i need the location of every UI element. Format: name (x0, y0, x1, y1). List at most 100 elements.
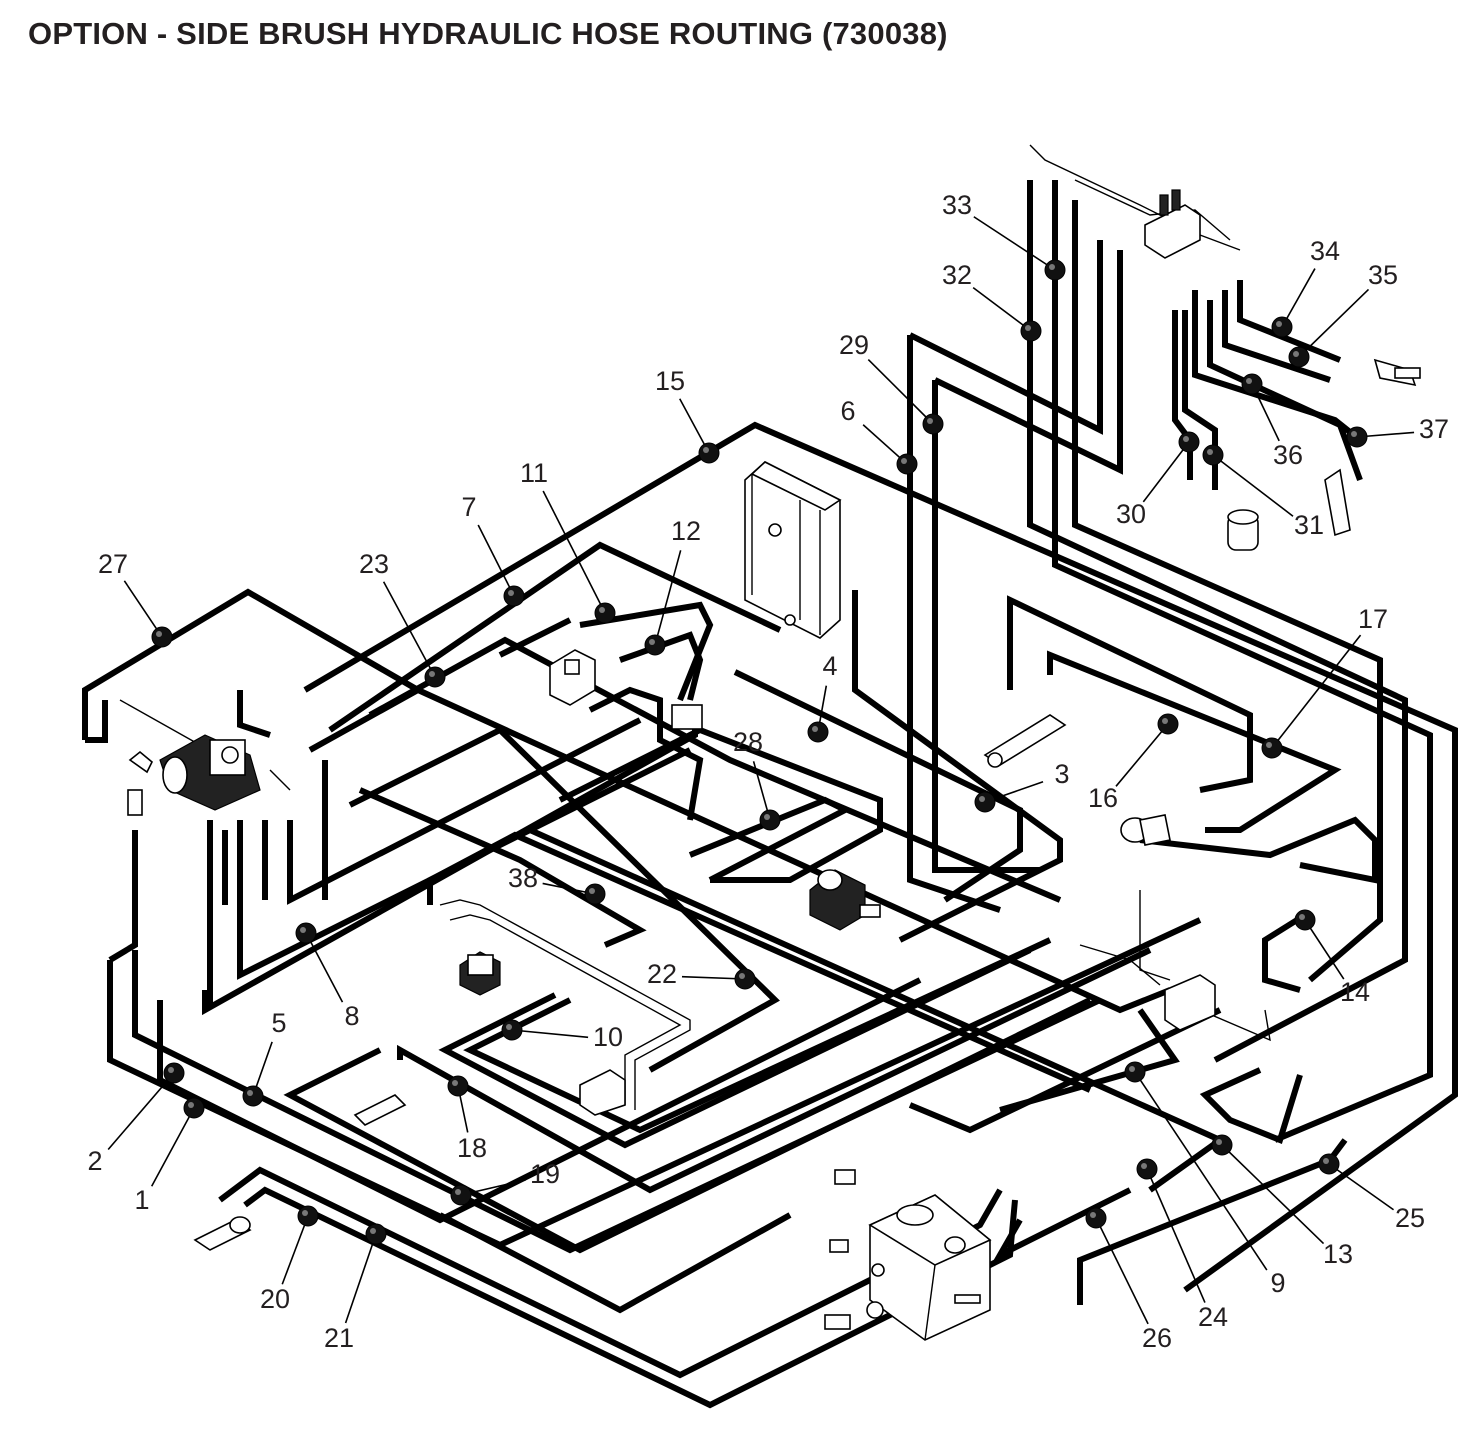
callout-12: 12 (644, 516, 701, 656)
callout-number: 34 (1310, 236, 1340, 266)
callout-number: 12 (671, 516, 701, 546)
callout-17: 17 (1261, 604, 1388, 759)
callout-number: 30 (1116, 499, 1146, 529)
hose-29 (932, 380, 1040, 873)
callout-24: 24 (1136, 1158, 1228, 1332)
hose-32 (1027, 180, 1408, 1063)
hose-25 (992, 1187, 1132, 1263)
callout-leader (1271, 634, 1362, 749)
callout-number: 23 (359, 549, 389, 579)
components (127, 189, 1421, 1341)
solenoid-valve (1227, 509, 1259, 551)
hose-marker (295, 922, 317, 944)
callout-1: 1 (134, 1097, 205, 1215)
hose-marker (424, 666, 446, 688)
fitting-tank-3 (824, 1314, 851, 1330)
hose-marker (365, 1223, 387, 1245)
callout-leader (150, 1107, 195, 1187)
hose-marker (922, 413, 944, 435)
callout-number: 25 (1395, 1203, 1425, 1233)
hose-18 (283, 997, 1092, 1254)
hose-2b (108, 830, 138, 963)
hose-30 (1172, 310, 1193, 480)
callout-28: 28 (733, 727, 781, 831)
callout-34: 34 (1271, 236, 1340, 338)
callout-number: 14 (1340, 977, 1370, 1007)
callout-number: 28 (733, 727, 763, 757)
callout-number: 8 (344, 1001, 359, 1031)
hose-6 (907, 335, 1001, 913)
callout-36: 36 (1241, 373, 1303, 470)
hose-marker-highlight (649, 639, 655, 645)
hose-27b (85, 700, 108, 743)
hose-marker-highlight (589, 888, 595, 894)
callout-number: 31 (1294, 510, 1324, 540)
hose-38b (427, 831, 1092, 1093)
callout-number: 9 (1270, 1268, 1285, 1298)
callout-number: 16 (1088, 783, 1118, 813)
callout-22: 22 (647, 959, 756, 990)
callout-leader (281, 1215, 309, 1285)
callout-leader (1304, 919, 1345, 980)
hose-marker-highlight (764, 814, 770, 820)
callout-number: 13 (1323, 1239, 1353, 1269)
callout-leader (382, 581, 436, 678)
callout-number: 24 (1198, 1302, 1228, 1332)
hose-20 (218, 1166, 1003, 1379)
callout-number: 26 (1142, 1323, 1172, 1353)
hose-marker (1085, 1207, 1107, 1229)
hose-marker-highlight (599, 607, 605, 613)
callout-15: 15 (655, 366, 720, 464)
callout-3: 3 (974, 759, 1070, 813)
fitting-tank-2 (829, 1239, 849, 1253)
callout-5: 5 (242, 1008, 287, 1107)
hydraulic-tank (868, 1194, 992, 1341)
hose-marker-highlight (1293, 351, 1299, 357)
hose-marker (584, 883, 606, 905)
right-cylinder (983, 714, 1067, 768)
hose-marker-highlight (247, 1090, 253, 1096)
callouts: 1234567891011121314151617181920212223242… (87, 190, 1449, 1353)
callout-leader (973, 216, 1056, 271)
callout-35: 35 (1288, 260, 1398, 368)
hose-37 (1192, 290, 1362, 443)
hose-marker-highlight (1216, 1139, 1222, 1145)
callout-leader (123, 580, 163, 638)
hose-marker-highlight (188, 1102, 194, 1108)
callout-9: 9 (1124, 1061, 1286, 1298)
hose-marker-highlight (1351, 431, 1357, 437)
callout-number: 35 (1368, 260, 1398, 290)
hose-marker-highlight (1162, 718, 1168, 724)
hose-marker (1178, 431, 1200, 453)
hose-marker (1271, 316, 1293, 338)
hose-marker (450, 1184, 472, 1206)
hose-marker-highlight (506, 1024, 512, 1030)
callout-25: 25 (1318, 1153, 1425, 1233)
callout-leader (1146, 1168, 1206, 1303)
hose-4 (733, 669, 1023, 903)
hose-marker (1157, 713, 1179, 735)
callout-19: 19 (450, 1159, 560, 1206)
callout-leader (460, 1179, 526, 1196)
hose-16 (1007, 595, 1253, 793)
hose-marker (759, 809, 781, 831)
upper-right-cylinder (1373, 358, 1421, 387)
callout-14: 14 (1294, 909, 1370, 1007)
hose-marker-highlight (927, 418, 933, 424)
hose-marker-highlight (508, 590, 514, 596)
hose-11c (588, 686, 704, 821)
callout-number: 27 (98, 549, 128, 579)
callout-leader (1281, 268, 1316, 328)
callout-number: 33 (942, 190, 972, 220)
hose-marker-highlight (1049, 264, 1055, 270)
callout-16: 16 (1088, 713, 1179, 813)
callout-leader (107, 1072, 175, 1150)
hose-marker (242, 1085, 264, 1107)
callout-number: 18 (457, 1133, 487, 1163)
gear-pump-lower (459, 951, 501, 996)
hose-marker (1020, 320, 1042, 342)
callout-leader (681, 975, 746, 980)
callout-18: 18 (447, 1075, 487, 1163)
valve-center (671, 704, 703, 730)
